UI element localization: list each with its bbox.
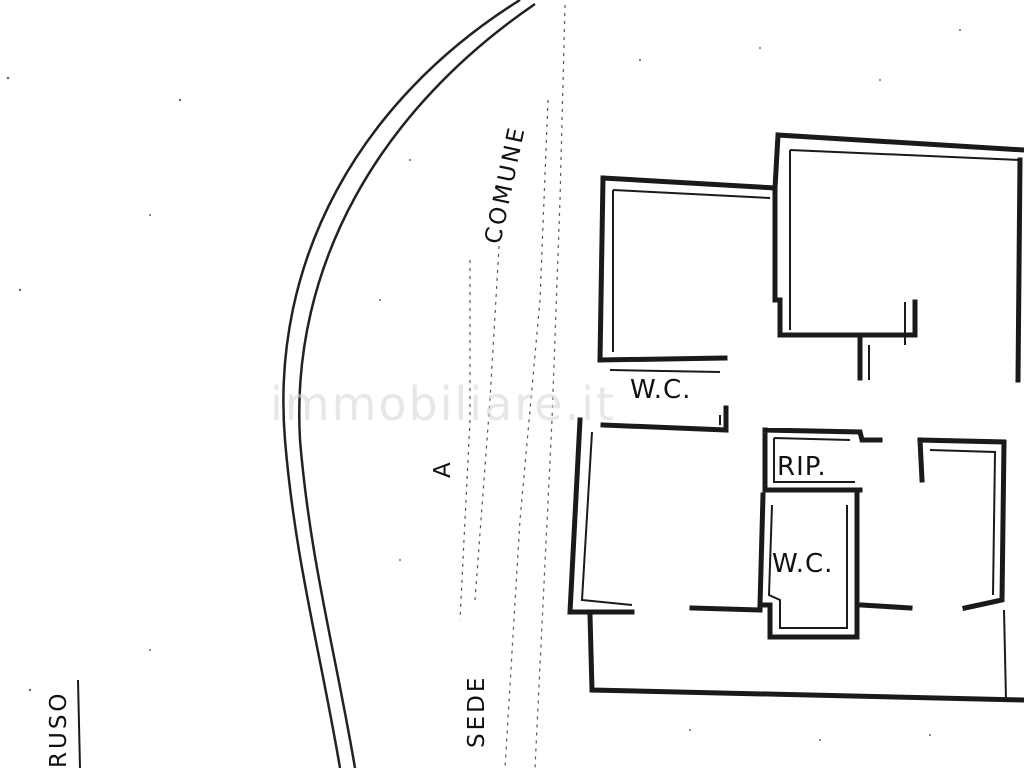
scan-specks: [6, 29, 961, 741]
ruso-street-line: [77, 679, 81, 768]
street-label-a: A: [430, 459, 456, 478]
street-label-ruso: RUSO: [46, 690, 72, 768]
room-label-rip: RIP.: [777, 452, 827, 482]
street-label-comune: COMUNE: [480, 123, 531, 246]
apartment-walls: [567, 132, 1024, 703]
wc-top-walls: [597, 355, 729, 433]
right-room-wall: [917, 437, 1007, 611]
road-curve: [282, 0, 536, 768]
watermark: immobiliare.it: [270, 377, 616, 431]
boundary-hatch: [459, 4, 566, 768]
street-label-sede: SEDE: [464, 675, 490, 748]
bottom-outer-wall: [587, 612, 1024, 703]
rip-closet-walls: [762, 427, 883, 493]
top-left-room-wall: [597, 175, 778, 363]
left-room-wall: [567, 417, 635, 615]
top-right-room-wall: [772, 132, 1024, 381]
room-label-wc-bottom: W.C.: [772, 549, 833, 579]
wc-bottom-walls: [757, 492, 860, 640]
room-label-wc-top: W.C.: [630, 375, 691, 405]
